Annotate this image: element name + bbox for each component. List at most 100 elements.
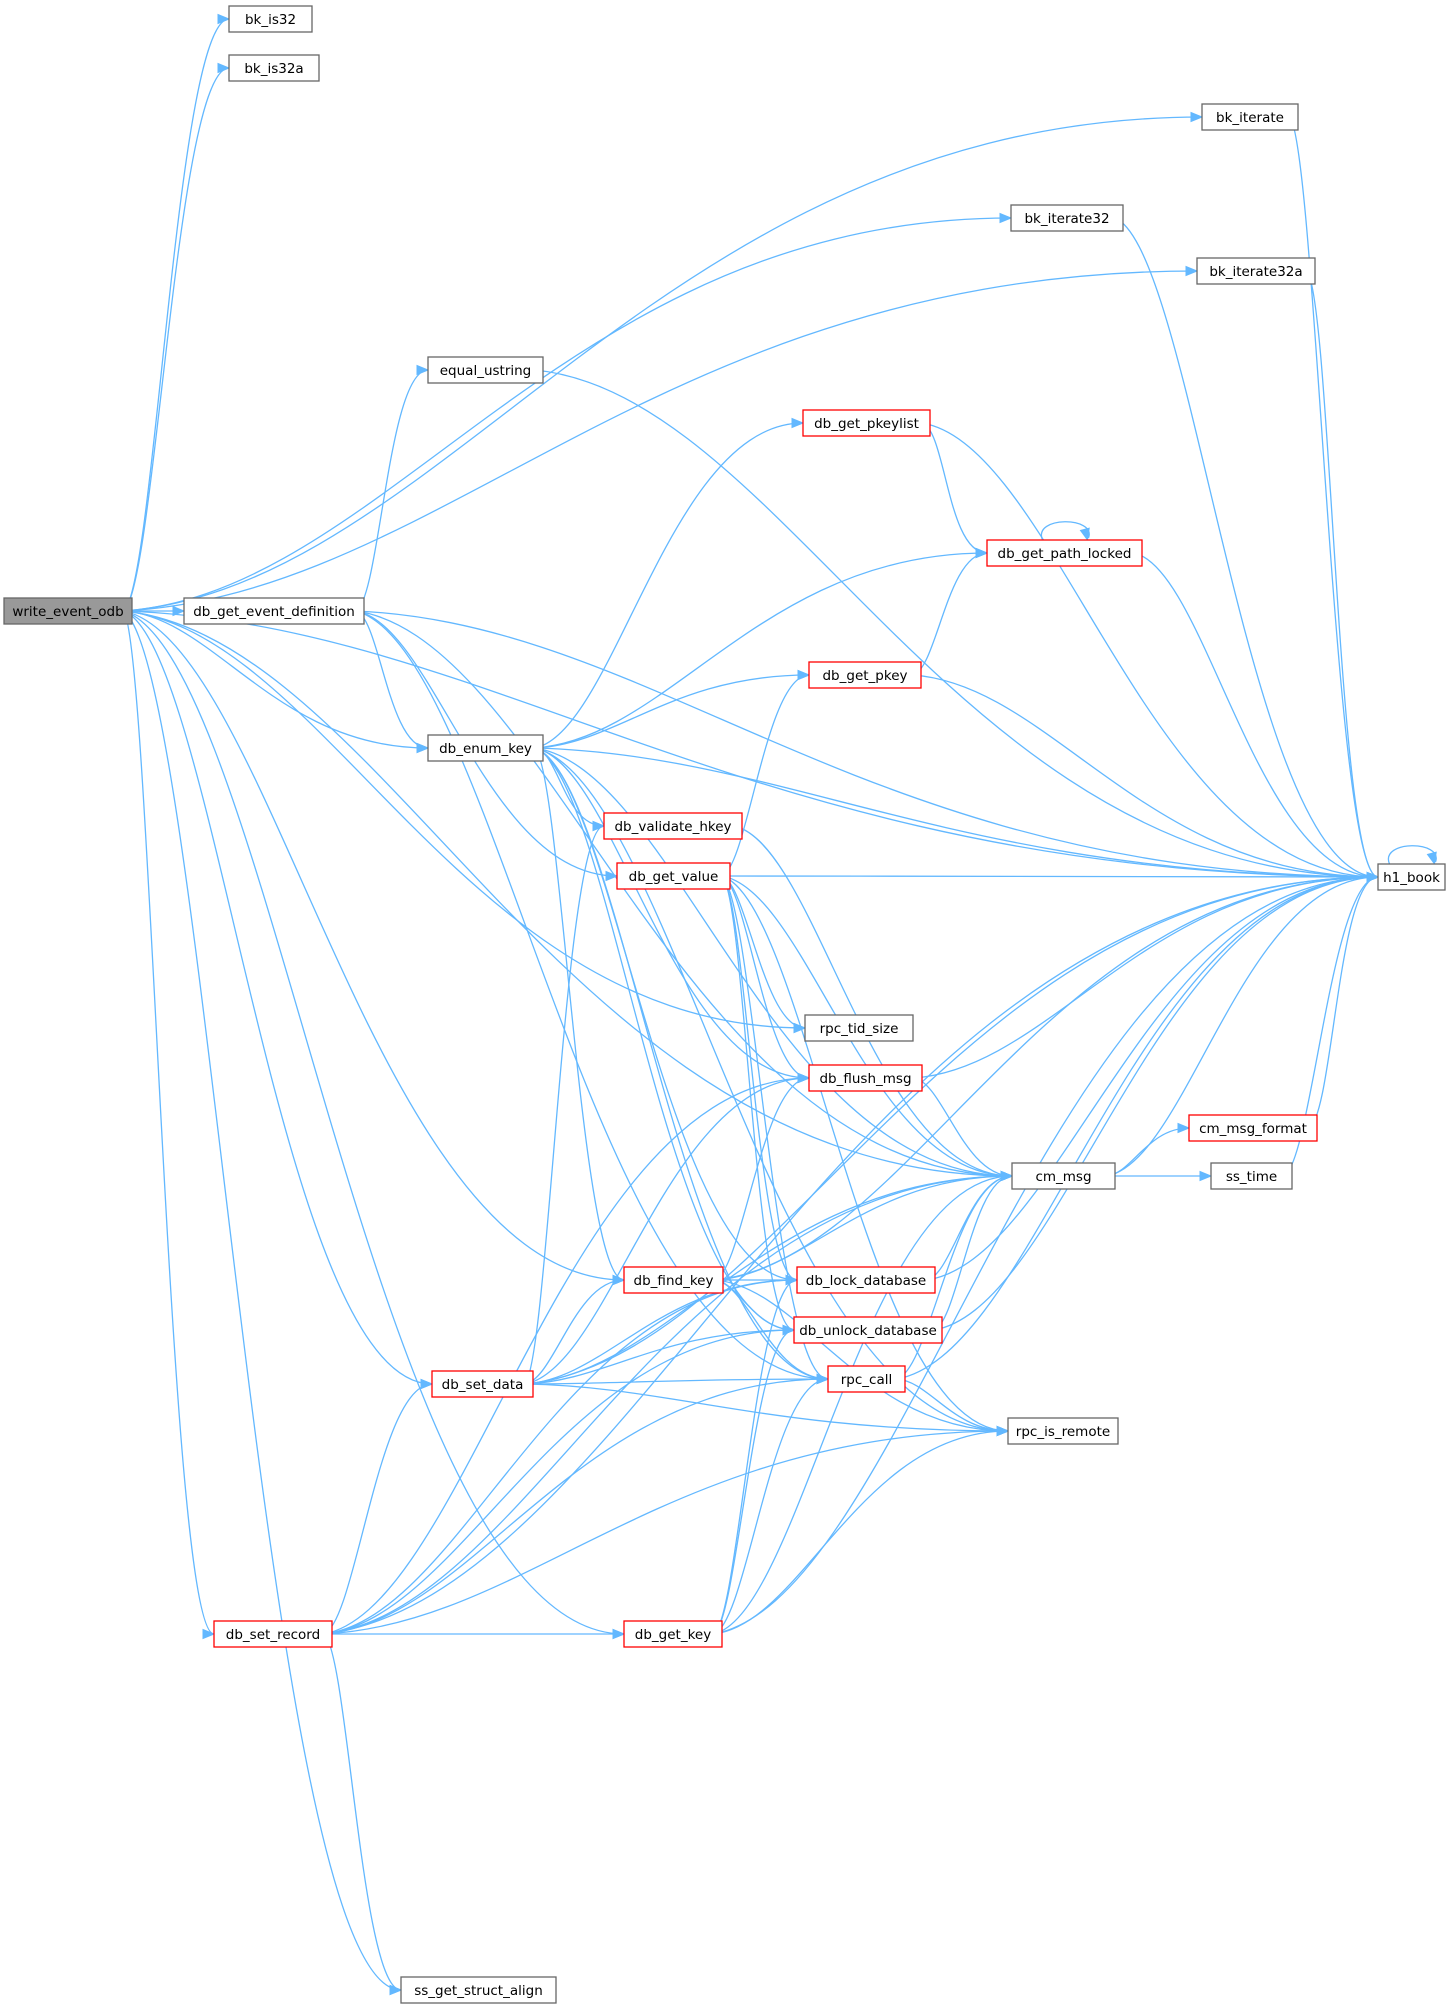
- edge-db-get-event-definition-to-equal-ustring: [355, 369, 429, 612]
- function-node-db-get-key[interactable]: db_get_key: [623, 1620, 723, 1648]
- function-node-label: db_flush_msg: [819, 1071, 911, 1087]
- edge-db-set-record-to-db-unlock-database: [323, 1329, 795, 1635]
- edge-db-set-record-to-rpc-is-remote-arrow: [996, 1425, 1010, 1437]
- function-node-bk-iterate32[interactable]: bk_iterate32: [1010, 204, 1124, 232]
- edge-write-event-odb-to-db-set-record-arrow: [202, 1628, 216, 1640]
- function-node-db-find-key[interactable]: db_find_key: [623, 1266, 724, 1294]
- function-node-label: db_get_event_definition: [193, 604, 355, 620]
- edge-write-event-odb-to-bk-iterate32a-arrow: [1185, 265, 1199, 277]
- function-node-bk-is32[interactable]: bk_is32: [228, 5, 313, 33]
- function-node-box: [213, 1620, 333, 1648]
- function-node-bk-is32a[interactable]: bk_is32a: [228, 54, 320, 82]
- function-node-box: [1007, 1417, 1119, 1445]
- edge-write-event-odb-to-rpc-tid-size: [123, 610, 806, 1029]
- function-node-box: [796, 1266, 936, 1294]
- function-node-box: [1210, 1162, 1293, 1190]
- edge-write-event-odb-to-h1-book: [123, 610, 1379, 878]
- edge-db-set-data-to-db-find-key-arrow: [612, 1274, 626, 1286]
- function-node-box: [1201, 103, 1299, 131]
- function-node-box: [623, 1620, 723, 1648]
- edge-db-set-data-to-db-validate-hkey-arrow: [592, 820, 606, 832]
- edge-db-lock-database-to-cm-msg: [926, 1175, 1013, 1281]
- function-node-label: ss_get_struct_align: [414, 1983, 543, 1999]
- function-node-db-flush-msg[interactable]: db_flush_msg: [808, 1064, 923, 1092]
- edge-db-get-value-to-db-flush-msg: [721, 875, 810, 1079]
- function-node-db-get-pkeylist[interactable]: db_get_pkeylist: [802, 409, 931, 437]
- edge-db-get-event-definition-to-h1-book: [355, 610, 1379, 878]
- function-node-bk-iterate[interactable]: bk_iterate: [1201, 103, 1299, 131]
- function-node-ss-get-struct-align[interactable]: ss_get_struct_align: [400, 1976, 557, 2004]
- edge-write-event-odb-to-bk-iterate32a: [123, 270, 1198, 612]
- function-node-box: [808, 1064, 923, 1092]
- function-node-box: [802, 409, 931, 437]
- function-node-label: db_enum_key: [439, 741, 532, 757]
- function-node-db-validate-hkey[interactable]: db_validate_hkey: [603, 812, 743, 840]
- edge-db-enum-key-to-cm-msg: [534, 747, 1013, 1177]
- edge-write-event-odb-to-db-set-data: [123, 610, 433, 1385]
- edge-cm-msg-to-cm-msg-format: [1106, 1127, 1190, 1177]
- edge-db-get-path-locked-to-h1-book: [1133, 552, 1379, 878]
- edge-db-enum-key-to-db-get-path-locked: [534, 552, 988, 749]
- function-node-cm-msg[interactable]: cm_msg: [1011, 1162, 1116, 1190]
- function-node-label: equal_ustring: [440, 363, 532, 379]
- function-node-bk-iterate32a[interactable]: bk_iterate32a: [1196, 257, 1316, 285]
- edge-cm-msg-to-h1-book: [1106, 876, 1379, 1177]
- edge-write-event-odb-to-db-find-key: [123, 610, 625, 1281]
- function-node-equal-ustring[interactable]: equal_ustring: [427, 356, 544, 384]
- edge-db-get-value-to-h1-book: [721, 875, 1379, 878]
- edge-db-lock-database-to-h1-book: [926, 876, 1379, 1281]
- function-node-label: db_set_data: [442, 1377, 524, 1393]
- function-node-db-get-pkey[interactable]: db_get_pkey: [808, 661, 922, 689]
- function-node-db-set-record[interactable]: db_set_record: [213, 1620, 333, 1648]
- function-node-rpc-tid-size[interactable]: rpc_tid_size: [804, 1014, 914, 1042]
- function-node-box: [603, 812, 743, 840]
- edge-db-get-value-to-rpc-is-remote: [721, 875, 1009, 1432]
- edge-db-set-record-to-db-flush-msg-arrow: [797, 1072, 811, 1084]
- function-node-label: write_event_odb: [12, 604, 123, 620]
- function-node-box: [1011, 1162, 1116, 1190]
- function-node-label: cm_msg: [1035, 1169, 1091, 1185]
- function-node-label: db_get_value: [629, 869, 719, 885]
- function-node-label: rpc_is_remote: [1016, 1424, 1110, 1440]
- function-node-box: [616, 862, 731, 890]
- edge-db-get-event-definition-to-db-enum-key-arrow: [416, 742, 430, 754]
- edge-db-get-value-to-rpc-tid-size-arrow: [793, 1022, 807, 1034]
- edge-db-set-record-to-ss-get-struct-align-arrow: [389, 1984, 403, 1996]
- function-node-cm-msg-format[interactable]: cm_msg_format: [1188, 1114, 1318, 1142]
- function-node-h1-book[interactable]: h1_book: [1377, 863, 1446, 891]
- edge-db-set-record-to-cm-msg: [323, 1175, 1013, 1635]
- edge-db-enum-key-to-db-validate-hkey: [534, 747, 605, 827]
- function-node-ss-time[interactable]: ss_time: [1210, 1162, 1293, 1190]
- function-node-db-enum-key[interactable]: db_enum_key: [427, 734, 544, 762]
- function-node-db-set-data[interactable]: db_set_data: [431, 1370, 534, 1398]
- edge-db-flush-msg-to-cm-msg: [913, 1077, 1013, 1177]
- edge-db-get-value-to-rpc-tid-size: [721, 875, 806, 1029]
- function-node-box: [228, 54, 320, 82]
- edge-bk-iterate-to-h1-book: [1289, 116, 1379, 878]
- edge-bk-iterate32a-to-h1-book: [1306, 270, 1379, 878]
- edge-db-enum-key-to-db-get-pkeylist-arrow: [791, 417, 805, 429]
- function-node-label: bk_iterate: [1216, 110, 1284, 126]
- edge-db-set-record-to-db-lock-database: [323, 1279, 798, 1635]
- edge-ss-time-to-h1-book: [1283, 876, 1379, 1177]
- edge-db-get-path-locked-to-db-get-path-locked-arrow: [1079, 527, 1090, 542]
- edge-db-get-event-definition-to-db-enum-key: [355, 610, 429, 749]
- function-node-db-get-event-definition[interactable]: db_get_event_definition: [183, 597, 365, 625]
- function-node-write-event-odb[interactable]: write_event_odb: [3, 597, 133, 625]
- function-node-db-lock-database[interactable]: db_lock_database: [796, 1266, 936, 1294]
- function-node-db-get-path-locked[interactable]: db_get_path_locked: [986, 539, 1143, 567]
- function-node-label: rpc_call: [841, 1372, 893, 1388]
- function-node-rpc-call[interactable]: rpc_call: [827, 1365, 906, 1393]
- edge-db-validate-hkey-to-cm-msg: [733, 825, 1013, 1177]
- edge-db-set-record-to-h1-book-arrow: [1366, 871, 1380, 883]
- function-node-db-get-value[interactable]: db_get_value: [616, 862, 731, 890]
- edge-db-set-record-to-db-flush-msg: [323, 1077, 810, 1635]
- edge-db-enum-key-to-db-find-key: [534, 747, 625, 1281]
- function-node-box: [1377, 863, 1446, 891]
- function-node-box: [3, 597, 133, 625]
- edge-db-enum-key-to-db-get-pkeylist: [534, 422, 804, 749]
- function-node-db-unlock-database[interactable]: db_unlock_database: [793, 1316, 943, 1344]
- function-node-label: rpc_tid_size: [820, 1021, 899, 1037]
- function-node-rpc-is-remote[interactable]: rpc_is_remote: [1007, 1417, 1119, 1445]
